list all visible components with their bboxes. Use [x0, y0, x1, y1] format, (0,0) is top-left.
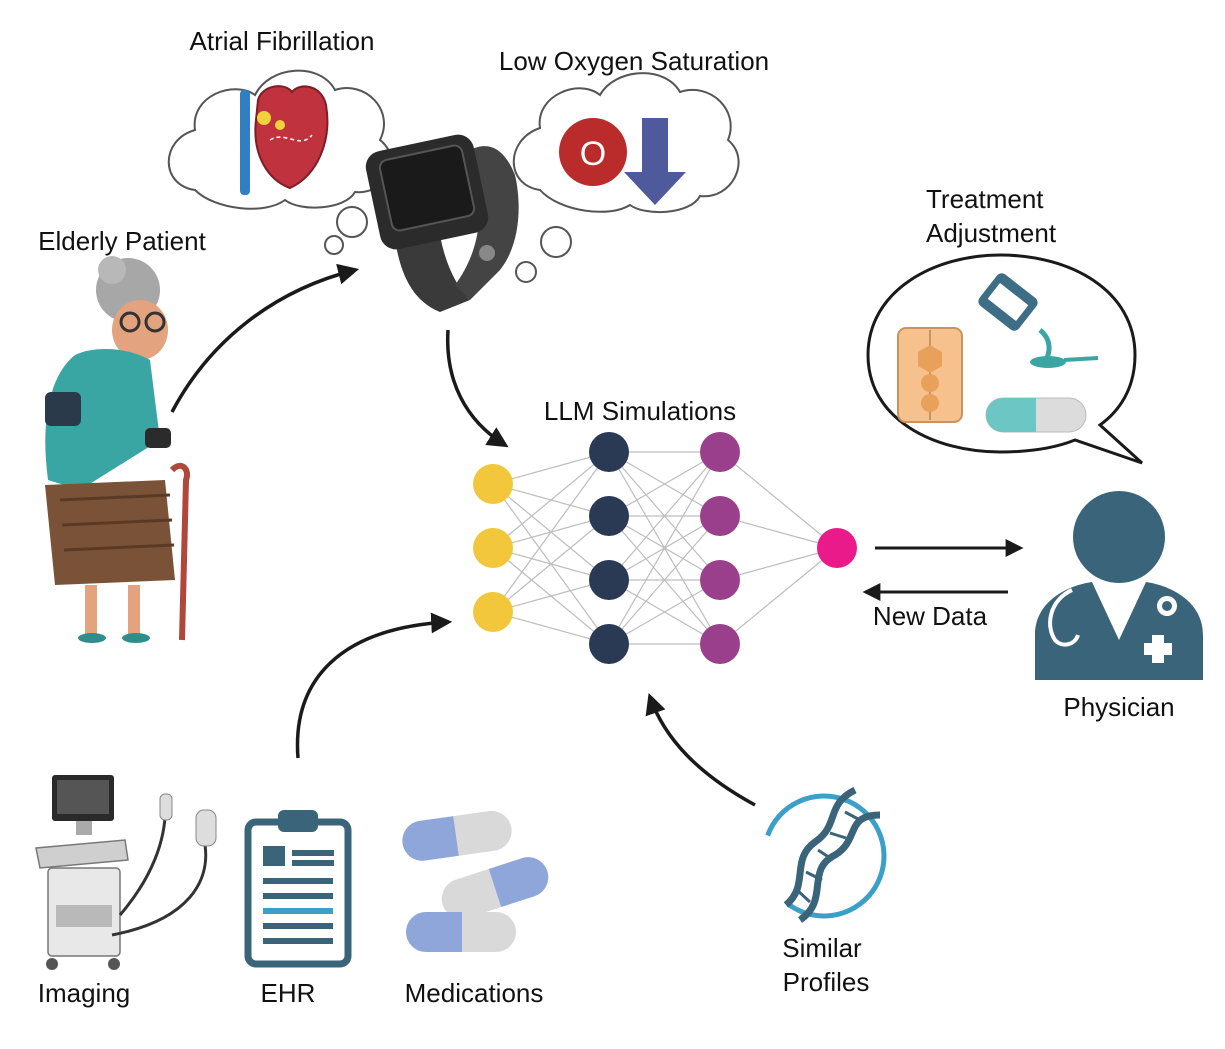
network-node [473, 528, 513, 568]
network-edge [719, 451, 838, 549]
adjustment-label: Adjustment [926, 218, 1057, 248]
profiles-to-llm-arrow [645, 693, 756, 807]
similar-label: Similar [782, 933, 862, 963]
network-edge [719, 547, 838, 645]
oxygen-drop-icon: O [559, 118, 627, 186]
physician-label: Physician [1063, 692, 1174, 722]
network-edges [492, 451, 838, 645]
network-node [817, 528, 857, 568]
capsule-icon [985, 397, 1087, 433]
treatment-label: Treatment [926, 184, 1044, 214]
profiles-label: Profiles [783, 967, 870, 997]
network-edge [608, 579, 721, 645]
network-edge [719, 515, 838, 549]
network-node [700, 496, 740, 536]
network-edge [492, 451, 610, 549]
tablet-pack-icon [897, 327, 963, 423]
network-edge [608, 451, 721, 581]
dna-icon [761, 786, 887, 923]
heart-icon [240, 85, 329, 195]
medicine-bottle-icon [978, 273, 1099, 368]
ultrasound-machine-icon [35, 775, 217, 970]
atrial-fibrillation-label: Atrial Fibrillation [190, 26, 375, 56]
network-edge [719, 547, 838, 581]
new-data-label: New Data [873, 601, 988, 631]
ehr-to-llm-arrow [295, 612, 453, 759]
network-node [700, 624, 740, 664]
clipboard-icon [244, 810, 352, 968]
physician-icon [1035, 491, 1203, 680]
network-node [589, 432, 629, 472]
network-edge [492, 579, 610, 613]
pills-icon [402, 810, 549, 952]
network-node [473, 464, 513, 504]
down-arrow-icon [624, 118, 686, 205]
network-node [589, 560, 629, 600]
network-edge [608, 451, 721, 517]
imaging-label: Imaging [38, 978, 131, 1008]
network-edge [492, 451, 610, 485]
network-nodes [473, 432, 857, 664]
network-edge [492, 451, 610, 613]
network-node [589, 496, 629, 536]
low-oxygen-label: Low Oxygen Saturation [499, 46, 769, 76]
ehr-label: EHR [261, 978, 316, 1008]
network-edge [492, 515, 610, 613]
network-node [700, 560, 740, 600]
oxygen-symbol: O [580, 135, 606, 173]
llm-simulations-label: LLM Simulations [544, 396, 736, 426]
watch-to-llm-arrow [445, 329, 509, 448]
network-node [589, 624, 629, 664]
elderly-patient-label: Elderly Patient [38, 226, 206, 256]
smartwatch-icon [365, 134, 519, 312]
network-node [473, 592, 513, 632]
elderly-woman-icon [45, 256, 190, 643]
network-edge [608, 451, 721, 645]
oxygen-thought-cloud [512, 72, 740, 283]
medications-label: Medications [405, 978, 544, 1008]
network-edge [492, 611, 610, 645]
patient-to-watch-arrow [170, 263, 360, 413]
network-edge [608, 515, 721, 645]
network-node [700, 432, 740, 472]
